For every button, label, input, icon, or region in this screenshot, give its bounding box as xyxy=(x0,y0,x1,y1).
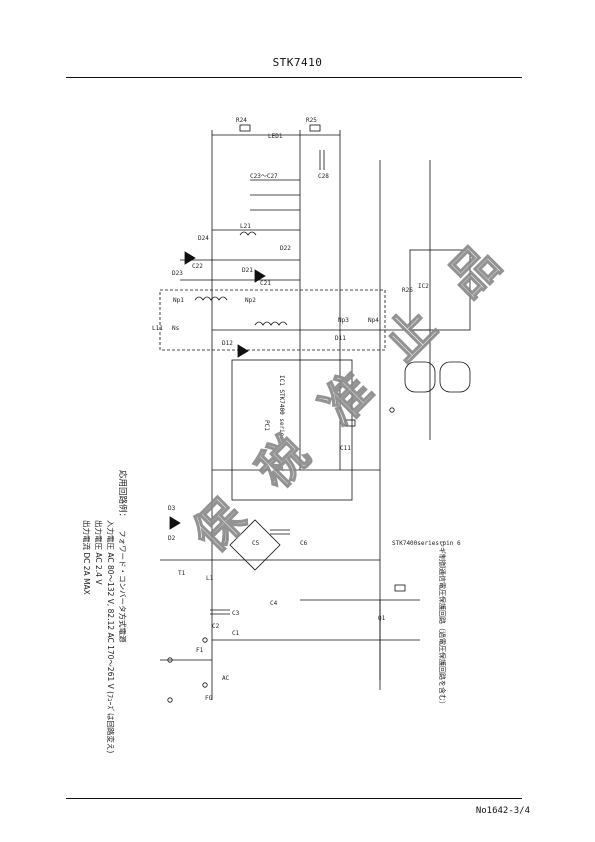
d24-label: D24 xyxy=(198,235,209,242)
part-number-header: STK7410 xyxy=(272,56,323,69)
c11-label: C11 xyxy=(340,445,351,452)
footer-rule xyxy=(66,798,522,799)
ic2-label: IC2 xyxy=(418,283,429,290)
d21-label: D21 xyxy=(242,267,253,274)
watermark-char-2: 税 xyxy=(246,426,320,500)
d23-label: D23 xyxy=(172,270,183,277)
c6-label: C6 xyxy=(300,540,308,547)
l11-label: L11 xyxy=(152,325,163,332)
c28-label: C28 xyxy=(318,173,329,180)
header-rule xyxy=(66,77,522,78)
np2-label: Np2 xyxy=(245,297,256,304)
np4-label: Np4 xyxy=(368,317,379,324)
c23-label: C23～C27 xyxy=(250,173,278,180)
d11-label: D11 xyxy=(335,335,346,342)
protection-note: レギ制御通信電圧保護回路（過電圧保護回路を含む） xyxy=(438,540,447,708)
notes-line1: フォワード・コンバータ方式電源 xyxy=(118,530,128,643)
ac-label: AC xyxy=(222,675,230,682)
ic-label: IC1 STK7400 series xyxy=(278,375,285,440)
watermark-char-4: 止 xyxy=(374,298,448,372)
pc-label: PC1 xyxy=(263,420,270,431)
t1-label: T1 xyxy=(178,570,186,577)
c22-label: C22 xyxy=(192,263,203,270)
ns-label: Ns xyxy=(172,325,180,332)
c4-label: C4 xyxy=(270,600,278,607)
notes-line3: 出力電圧 AC 2.4 V xyxy=(94,520,104,585)
l21-label: L21 xyxy=(240,223,251,230)
r25-label: R25 xyxy=(306,117,317,124)
r26-label: R26 xyxy=(402,287,413,294)
led-label: LED1 xyxy=(268,133,283,140)
stk-pin-label: STK7400series pin 6 xyxy=(392,540,461,547)
watermark-char-5: 品 xyxy=(437,235,511,309)
d22-label: D22 xyxy=(280,245,291,252)
notes-title: 応用回路例： xyxy=(117,470,128,521)
c2-label: C2 xyxy=(212,623,220,630)
d1-label: D1 xyxy=(222,535,230,542)
l1-label: L1 xyxy=(206,575,214,582)
notes-line4: 出力電流 DC 2A MAX xyxy=(82,520,92,595)
c1-label: C1 xyxy=(232,630,240,637)
fg-label: FG xyxy=(205,695,213,702)
q-label: Q1 xyxy=(378,615,386,622)
d12-label: D12 xyxy=(222,340,233,347)
d2-label: D2 xyxy=(168,535,176,542)
d3-label: D3 xyxy=(168,505,176,512)
fuse-label: F1 xyxy=(196,647,204,654)
notes-line2: 入力電圧 AC 80～132 V, 82.12 AC 170～261 V (ﾌｭ… xyxy=(106,520,116,753)
np3-label: Np3 xyxy=(338,317,349,324)
watermark-char-3: 准 xyxy=(310,362,384,436)
c5-label: C5 xyxy=(252,540,260,547)
c21-label: C21 xyxy=(260,280,271,287)
r24-label: R24 xyxy=(236,117,247,124)
np1-label: Np1 xyxy=(173,297,184,304)
c3-label: C3 xyxy=(232,610,240,617)
page-reference: No1642-3/4 xyxy=(475,806,530,816)
